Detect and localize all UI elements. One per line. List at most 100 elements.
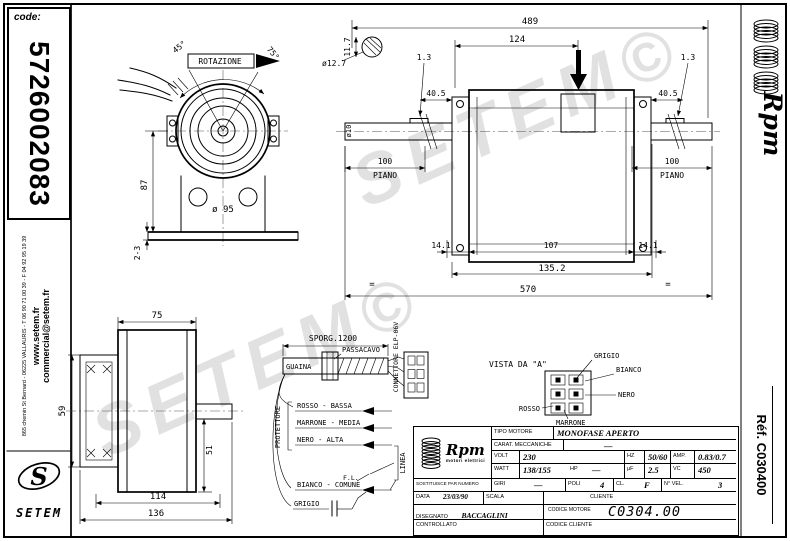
dim-87: 87 <box>140 130 168 232</box>
cable-diagram: SPORG.1200 GUAINA PASSACAVO CONNETTORE E… <box>272 322 429 517</box>
cliente-label-cell: CLIENTE <box>544 492 736 505</box>
side-view: 489 124 11.7 ø12.7 1.3 1.3 <box>322 17 720 300</box>
svg-text:MARRONE - MEDIA: MARRONE - MEDIA <box>297 419 361 427</box>
svg-text:100: 100 <box>378 157 393 166</box>
hp-label-cell: HP <box>568 464 586 479</box>
rotation-label: ROTAZIONE <box>187 53 280 69</box>
data-label-cell: DATA <box>414 492 440 505</box>
wire-rosso: ROSSO - BASSA <box>295 402 392 415</box>
dim-51: 51 <box>198 419 214 493</box>
disegnato-value: BACCAGLINI <box>461 511 508 520</box>
ref-strip: Réf. C030400 <box>746 386 782 524</box>
cl-value-cell: F <box>636 479 662 492</box>
tipo-value-cell: MONOFASE APERTO <box>554 427 736 440</box>
svg-text:45°: 45° <box>171 39 188 55</box>
grommet <box>321 351 339 381</box>
codice-motore-value: C0304.00 <box>608 505 682 520</box>
data-value-cell: 23/03/90 <box>440 492 484 505</box>
setem-logo-text: SETEM <box>16 506 62 520</box>
dim-489: 489 <box>351 17 709 118</box>
cl-label-cell: CL. <box>614 479 636 492</box>
dim-114: 114 <box>95 492 221 508</box>
vista-da-a: VISTA DA "A" GRIGIO BIANCO NERO ROSSO MA… <box>489 352 641 427</box>
svg-text:87: 87 <box>140 180 150 191</box>
dim-d95: ø 95 <box>212 205 234 215</box>
svg-text:ø12.7: ø12.7 <box>322 59 346 68</box>
vista-title: VISTA DA "A" <box>489 360 547 369</box>
dim-40-5-right: 40.5 <box>651 89 683 103</box>
front-view: 87 2-3 ø 95 ROTAZIONE 45° 75° <box>117 39 299 261</box>
code-box: code: 5726002083 <box>7 7 71 220</box>
svg-text:489: 489 <box>522 17 538 27</box>
setem-logo-mark: S <box>30 462 47 491</box>
rpm-brand-strip: Rpm <box>753 19 787 157</box>
codice-cliente-cell: CODICE CLIENTE <box>546 522 593 528</box>
email-link[interactable]: commercial@setem.fr <box>40 289 51 383</box>
poli-value-cell: 4 <box>592 479 614 492</box>
scala-label-cell: SCALA <box>484 492 544 505</box>
angle-dims: 45° 75° <box>171 39 281 132</box>
svg-text:NERO - ALTA: NERO - ALTA <box>297 436 344 444</box>
linea-group: LINEA <box>369 445 407 491</box>
amp-label-cell: AMP. <box>671 451 695 464</box>
svg-text:114: 114 <box>150 492 166 502</box>
dim-key-right: 1.3 <box>676 53 696 117</box>
pin-grigio-label: GRIGIO <box>594 352 619 360</box>
svg-text:136: 136 <box>148 509 164 519</box>
sporg-dim: SPORG.1200 <box>282 334 389 356</box>
wire-marrone: MARRONE - MEDIA <box>295 419 392 432</box>
vel-label-cell: N° VEL. <box>662 479 698 492</box>
disegnato-cell: DISEGNATO BACCAGLINI <box>414 505 544 520</box>
svg-text:SPORG.1200: SPORG.1200 <box>309 334 357 343</box>
volt-value-cell: 230 <box>520 451 625 464</box>
code-label: code: <box>14 12 41 23</box>
table-logo-cell: Rpm motori elettrici <box>414 427 492 479</box>
svg-text:14.1: 14.1 <box>638 241 657 250</box>
dim-100-piano-right: 100 PIANO <box>631 146 713 180</box>
svg-text:59: 59 <box>58 406 68 417</box>
pin-nero-label: NERO <box>618 391 635 399</box>
dim-shaft-dia: ø10 <box>345 125 353 138</box>
dim-124: 124 <box>454 35 579 88</box>
dim-key-left: 1.3 <box>417 53 432 117</box>
dim-bottom-row: 14.1 107 14.1 <box>431 240 666 258</box>
svg-text:124: 124 <box>509 35 525 45</box>
address-block: 865 chemin St Bernard - 06225 VALLAURIS … <box>8 218 64 454</box>
svg-text:135.2: 135.2 <box>538 264 565 274</box>
svg-text:2-3: 2-3 <box>133 246 142 261</box>
table-logo-name: Rpm <box>445 440 485 459</box>
bottom-left-view: 75 59 51 114 <box>58 311 246 524</box>
shaft-section-detail: 11.7 ø12.7 <box>322 36 383 68</box>
svg-text:570: 570 <box>520 285 536 295</box>
svg-text:1.3: 1.3 <box>417 53 432 62</box>
disegnato-label: DISEGNATO <box>416 514 448 520</box>
svg-text:75: 75 <box>152 311 163 321</box>
vc-value-cell: 450 <box>695 464 736 479</box>
connector-elp <box>387 351 429 399</box>
svg-text:LINEA: LINEA <box>399 452 407 474</box>
website-link[interactable]: www.setem.fr <box>30 306 41 366</box>
svg-text:=: = <box>369 280 375 290</box>
svg-text:ROSSO - BASSA: ROSSO - BASSA <box>297 402 353 410</box>
tipo-label-cell: TIPO MOTORE <box>492 427 554 440</box>
svg-text:=: = <box>665 280 671 290</box>
protettore-group: PROTETTORE <box>274 401 292 451</box>
pin-bianco-label: BIANCO <box>616 366 641 374</box>
svg-text:GRIGIO: GRIGIO <box>294 500 319 508</box>
volt-label-cell: VOLT <box>492 451 520 464</box>
rpm-brand-name: Rpm <box>758 91 787 157</box>
carat-value-cell: — <box>564 440 736 451</box>
carat-label-cell: CARAT. MECCANICHE <box>492 440 564 451</box>
pin-rosso-label: ROSSO <box>519 405 540 413</box>
vel-value-cell: 3 <box>698 479 736 492</box>
svg-text:1.3: 1.3 <box>681 53 696 62</box>
svg-text:PIANO: PIANO <box>660 171 684 180</box>
watt-label-cell: WATT <box>492 464 520 479</box>
spring-icon <box>421 437 441 469</box>
uf-value-cell: 2.5 <box>645 464 671 479</box>
vc-label-cell: VC <box>671 464 695 479</box>
watt-value-cell: 138/155 <box>520 464 568 479</box>
uf-label-cell: µF <box>625 464 645 479</box>
dim-100-piano-left: 100 PIANO <box>344 146 426 180</box>
